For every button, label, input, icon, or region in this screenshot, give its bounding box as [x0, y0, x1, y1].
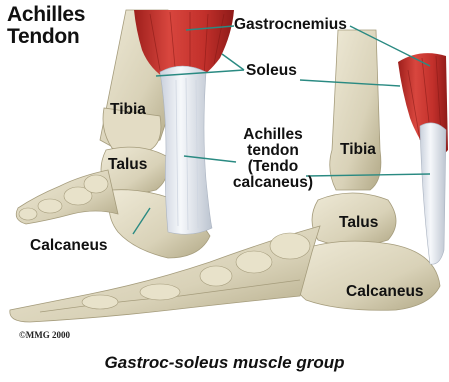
- left-achilles-tendon: [160, 66, 212, 234]
- right-achilles-tendon: [420, 123, 446, 264]
- label-talus-right: Talus: [339, 215, 378, 231]
- label-tibia-left: Tibia: [110, 102, 146, 118]
- figure-caption: Gastroc-soleus muscle group: [0, 353, 449, 373]
- label-gastrocnemius: Gastrocnemius: [234, 17, 347, 33]
- label-calcaneus-right: Calcaneus: [346, 284, 424, 300]
- label-soleus: Soleus: [246, 63, 297, 79]
- label-calcaneus-left: Calcaneus: [30, 238, 108, 254]
- label-talus-left: Talus: [108, 157, 147, 173]
- label-achilles-tendon: Achilles tendon (Tendo calcaneus): [232, 127, 314, 191]
- label-tibia-right: Tibia: [340, 142, 376, 158]
- leader-achilles-right: [306, 174, 430, 176]
- leader-soleus-upper: [222, 54, 244, 70]
- left-foot-bones: [16, 170, 118, 224]
- right-tibia-bone: [330, 30, 381, 190]
- page-title: Achilles Tendon: [7, 4, 85, 48]
- copyright-notice: ©MMG 2000: [19, 330, 70, 340]
